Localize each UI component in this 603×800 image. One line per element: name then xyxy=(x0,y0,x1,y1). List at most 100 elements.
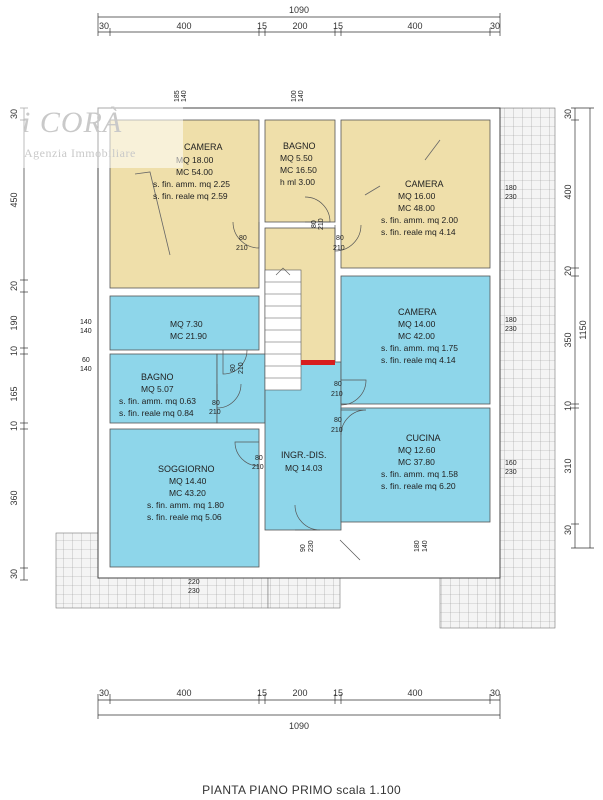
bagno-w-amm: s. fin. amm. mq 0.63 xyxy=(119,396,196,406)
ingresso-name: INGR.-DIS. xyxy=(281,450,327,460)
svg-text:180: 180 xyxy=(505,317,517,324)
soggiorno-amm: s. fin. amm. mq 1.80 xyxy=(147,500,224,510)
room-w-mc: MC 21.90 xyxy=(170,331,207,341)
camera-ne-amm: s. fin. amm. mq 2.00 xyxy=(381,215,458,225)
left-dim-6: 165 xyxy=(9,386,19,401)
soggiorno-name: SOGGIORNO xyxy=(158,464,215,474)
terrace-east xyxy=(498,107,556,629)
bagno-n-mc: MC 16.50 xyxy=(280,165,317,175)
cucina-mc: MC 37.80 xyxy=(398,457,435,467)
bottom-dim-3: 15 xyxy=(257,688,267,698)
bottom-dim-2: 400 xyxy=(176,688,191,698)
camera-ne-reale: s. fin. reale mq 4.14 xyxy=(381,227,456,237)
right-dim-2: 400 xyxy=(563,184,573,199)
left-dim-2: 450 xyxy=(9,192,19,207)
cucina-amm: s. fin. amm. mq 1.58 xyxy=(381,469,458,479)
svg-text:210: 210 xyxy=(238,362,245,374)
ingresso-mq: MQ 14.03 xyxy=(285,463,323,473)
room-camera-ne xyxy=(340,119,491,269)
bagno-n-name: BAGNO xyxy=(283,141,316,151)
bottom-dim-1: 30 xyxy=(99,688,109,698)
svg-text:230: 230 xyxy=(505,194,517,201)
camera-ne-name: CAMERA xyxy=(405,179,444,189)
wardrobe-lines xyxy=(134,139,441,256)
top-total-dim: 1090 xyxy=(289,5,309,15)
bottom-dim-7: 30 xyxy=(490,688,500,698)
camera-ne-mq: MQ 16.00 xyxy=(398,191,436,201)
svg-text:140: 140 xyxy=(80,319,92,326)
cucina-name: CUCINA xyxy=(406,433,441,443)
right-total-dim: 1150 xyxy=(578,320,588,339)
svg-text:180: 180 xyxy=(505,185,517,192)
stair-landing-mark xyxy=(301,360,335,365)
top-dim-3: 15 xyxy=(257,21,267,31)
camera-nw-mq: MQ 18.00 xyxy=(176,155,214,165)
bagno-n-mq: MQ 5.50 xyxy=(280,153,313,163)
svg-text:80: 80 xyxy=(230,364,237,372)
svg-text:100: 100 xyxy=(291,90,298,102)
bagno-w-mq: MQ 5.07 xyxy=(141,384,174,394)
svg-text:80: 80 xyxy=(334,417,342,424)
left-dim-8: 360 xyxy=(9,490,19,505)
bottom-dim-6: 400 xyxy=(407,688,422,698)
cucina-mq: MQ 12.60 xyxy=(398,445,436,455)
bottom-dim-5: 15 xyxy=(333,688,343,698)
svg-text:210: 210 xyxy=(333,245,345,252)
svg-text:230: 230 xyxy=(188,588,200,595)
logo-backdrop xyxy=(19,104,183,168)
soggiorno-mq: MQ 14.40 xyxy=(169,476,207,486)
svg-text:80: 80 xyxy=(239,235,247,242)
right-dim-7: 30 xyxy=(563,525,573,535)
camera-nw-name: CAMERA xyxy=(184,142,223,152)
svg-text:185: 185 xyxy=(174,90,181,102)
right-dim-1: 30 xyxy=(563,109,573,119)
svg-text:80: 80 xyxy=(311,220,318,228)
svg-text:80: 80 xyxy=(334,381,342,388)
room-cucina xyxy=(340,407,491,523)
camera-nw-reale: s. fin. reale mq 2.59 xyxy=(153,191,228,201)
door-swings xyxy=(216,196,367,561)
right-dim-3: 20 xyxy=(563,266,573,276)
plan-caption: PIANTA PIANO PRIMO scala 1.100 xyxy=(202,783,401,797)
svg-text:230: 230 xyxy=(308,540,315,552)
svg-text:60: 60 xyxy=(82,357,90,364)
room-w-mq: MQ 7.30 xyxy=(170,319,203,329)
room-w xyxy=(109,295,260,351)
bagno-n-h: h ml 3.00 xyxy=(280,177,315,187)
bagno-w-name: BAGNO xyxy=(141,372,174,382)
left-dim-1: 30 xyxy=(9,109,19,119)
svg-text:230: 230 xyxy=(505,326,517,333)
right-dimension-lines xyxy=(571,107,594,549)
soggiorno-mc: MC 43.20 xyxy=(169,488,206,498)
svg-text:210: 210 xyxy=(252,464,264,471)
room-bagno-w xyxy=(109,353,218,424)
right-dim-6: 310 xyxy=(563,458,573,473)
svg-text:80: 80 xyxy=(255,455,263,462)
top-dimension-lines xyxy=(97,13,501,36)
svg-text:140: 140 xyxy=(80,328,92,335)
camera-e-reale: s. fin. reale mq 4.14 xyxy=(381,355,456,365)
svg-text:80: 80 xyxy=(212,400,220,407)
top-dim-1: 30 xyxy=(99,21,109,31)
camera-e-mc: MC 42.00 xyxy=(398,331,435,341)
camera-nw-mc: MC 54.00 xyxy=(176,167,213,177)
bottom-dimension-lines xyxy=(97,694,501,719)
camera-ne-mc: MC 48.00 xyxy=(398,203,435,213)
room-soggiorno xyxy=(109,428,260,568)
svg-text:140: 140 xyxy=(80,366,92,373)
bagno-w-reale: s. fin. reale mq 0.84 xyxy=(119,408,194,418)
camera-e-mq: MQ 14.00 xyxy=(398,319,436,329)
svg-text:210: 210 xyxy=(318,218,325,230)
top-dim-5: 15 xyxy=(333,21,343,31)
svg-text:210: 210 xyxy=(236,245,248,252)
camera-e-amm: s. fin. amm. mq 1.75 xyxy=(381,343,458,353)
svg-text:210: 210 xyxy=(331,391,343,398)
top-dim-7: 30 xyxy=(490,21,500,31)
left-dim-9: 30 xyxy=(9,569,19,579)
logo-subtitle: Agenzia Immobiliare xyxy=(24,146,136,160)
svg-text:210: 210 xyxy=(331,427,343,434)
top-dim-2: 400 xyxy=(176,21,191,31)
camera-e-name: CAMERA xyxy=(398,307,437,317)
top-dim-4: 200 xyxy=(292,21,307,31)
